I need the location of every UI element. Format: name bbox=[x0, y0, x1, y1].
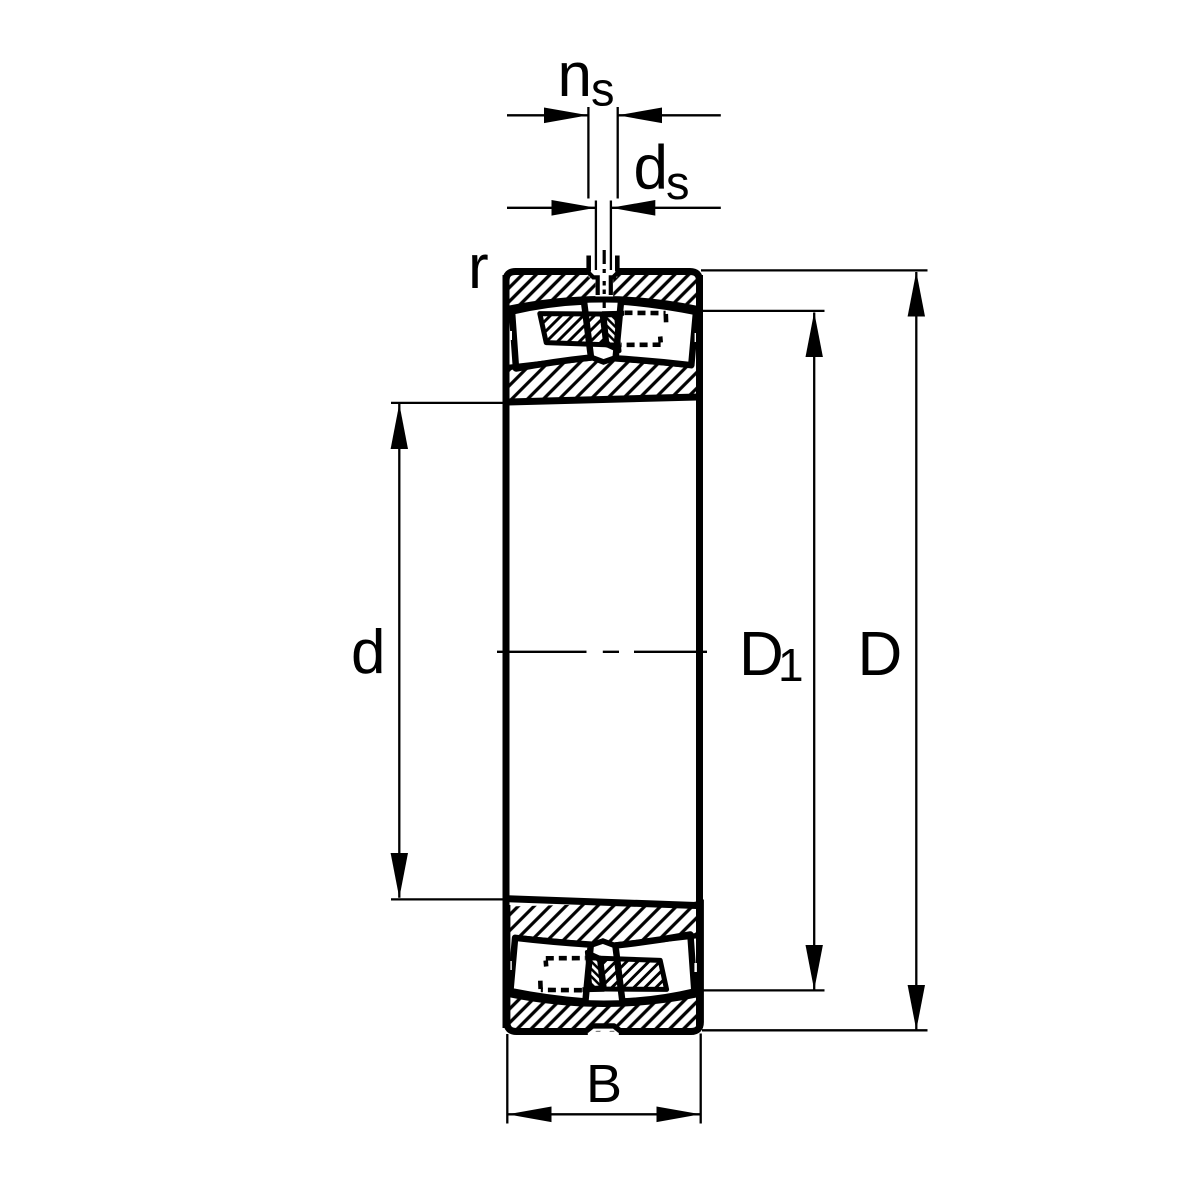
svg-text:B: B bbox=[586, 1054, 622, 1114]
svg-text:s: s bbox=[666, 156, 690, 209]
svg-text:s: s bbox=[591, 63, 615, 116]
svg-text:d: d bbox=[351, 618, 385, 687]
svg-text:D: D bbox=[739, 620, 784, 689]
svg-text:D: D bbox=[858, 620, 903, 689]
svg-text:n: n bbox=[558, 41, 592, 110]
svg-text:d: d bbox=[634, 134, 668, 203]
svg-text:1: 1 bbox=[778, 639, 804, 691]
svg-text:r: r bbox=[468, 233, 489, 302]
